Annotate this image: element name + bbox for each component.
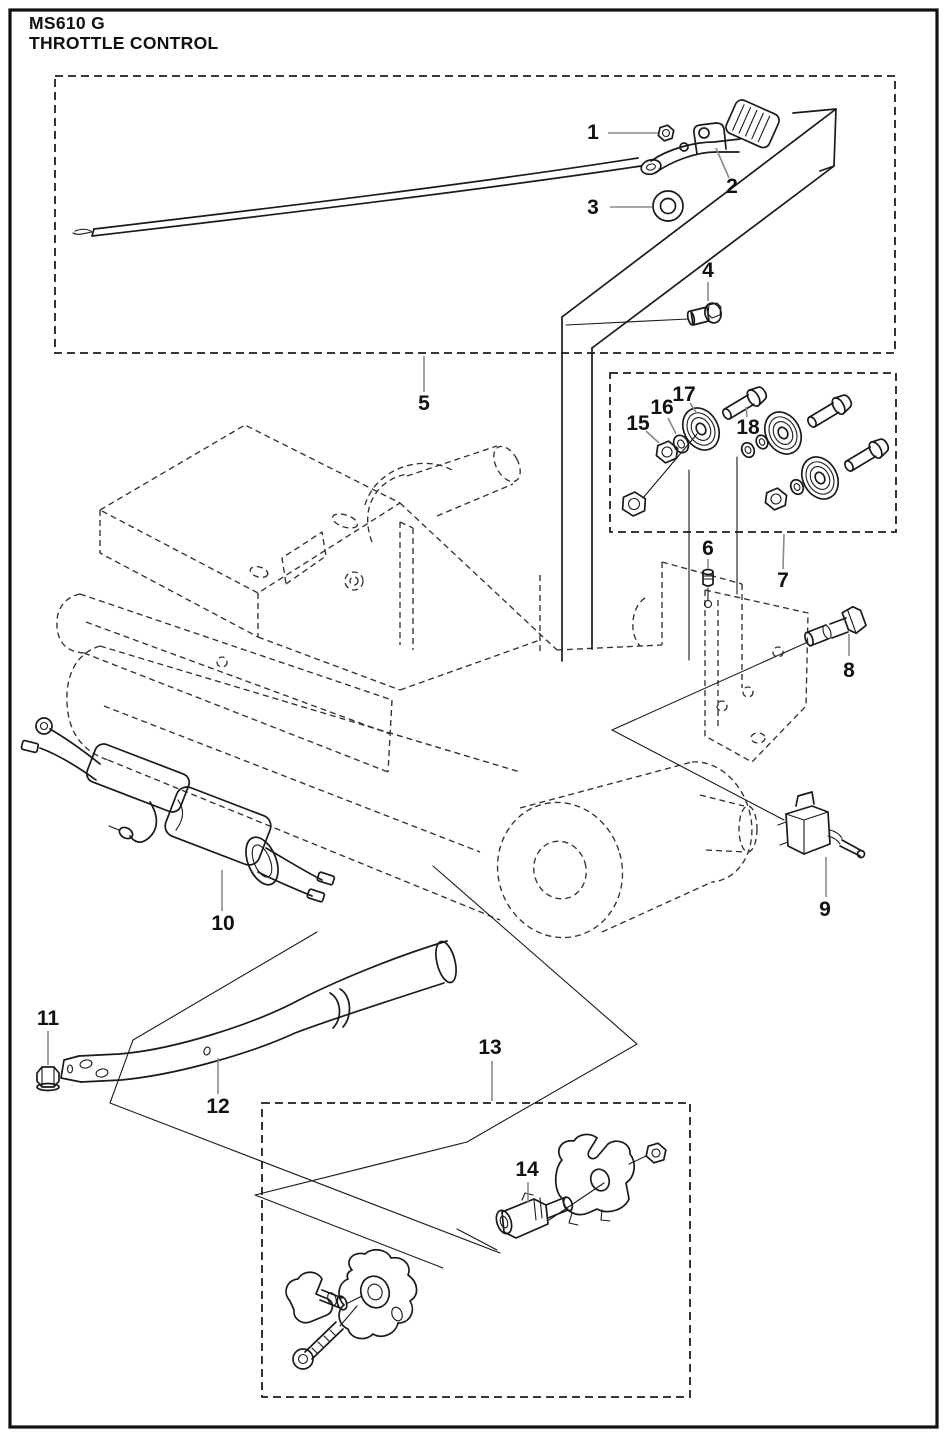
wiring-harness-drawing <box>20 717 336 903</box>
washer-lower <box>789 478 805 496</box>
callout-leader-lines <box>47 132 850 1203</box>
part-label-6: 6 <box>702 537 714 560</box>
bolt-middle <box>807 394 853 428</box>
washer-mid-1 <box>740 441 756 459</box>
bolt-4-drawing <box>565 302 722 326</box>
part-label-11: 11 <box>36 1007 60 1030</box>
cable-assembly-box <box>54 75 896 354</box>
bolt-18 <box>722 386 768 420</box>
handlebar-drawing <box>60 940 457 1083</box>
part-label-12: 12 <box>206 1095 230 1118</box>
grommet-3-drawing <box>652 190 684 222</box>
bolt-8-drawing <box>611 605 867 731</box>
nut-lower <box>764 487 788 511</box>
part-label-1: 1 <box>587 121 599 144</box>
part-label-13: 13 <box>478 1036 502 1059</box>
page-title: MS610 G THROTTLE CONTROL <box>29 13 219 53</box>
throttle-cable-drawing <box>72 157 642 237</box>
model-code: MS610 G <box>29 13 106 33</box>
chassis-phantom-drawing <box>56 424 809 939</box>
part-label-14: 14 <box>515 1158 539 1181</box>
washer-16 <box>672 434 690 454</box>
part-label-10: 10 <box>211 912 235 935</box>
pulley-kit-box <box>609 372 897 533</box>
fitting-6-drawing <box>702 568 714 609</box>
toggle-switch-drawing <box>611 729 866 859</box>
part-label-3: 3 <box>587 196 599 219</box>
clamp-kit-drawing <box>285 1133 667 1370</box>
part-label-8: 8 <box>843 659 855 682</box>
washer-mid-2 <box>755 434 769 450</box>
pulley-kit-drawing <box>621 386 890 661</box>
part-label-5: 5 <box>418 392 430 415</box>
throttle-trigger-drawing <box>640 99 780 176</box>
part-label-4: 4 <box>702 259 714 282</box>
clamp-kit-box <box>261 1102 691 1398</box>
part-label-17: 17 <box>672 383 696 406</box>
page-border <box>8 8 939 1429</box>
nut-11-drawing <box>36 1066 60 1092</box>
pulley-17 <box>681 407 721 451</box>
part-label-15: 15 <box>626 412 650 435</box>
diagram-name: THROTTLE CONTROL <box>29 33 219 53</box>
part-label-9: 9 <box>819 898 831 921</box>
part-label-16: 16 <box>650 396 674 419</box>
pulley-lower <box>800 456 840 500</box>
part-label-18: 18 <box>736 416 760 439</box>
bolt-lower <box>844 438 890 472</box>
nut-1-drawing <box>657 124 675 142</box>
part-label-7: 7 <box>777 569 789 592</box>
handle-panel-wedge-drawing <box>561 108 837 662</box>
nut-stray <box>621 491 647 517</box>
pulley-middle <box>763 411 803 455</box>
panel-outline-drawing <box>109 865 638 1269</box>
part-label-2: 2 <box>726 175 738 198</box>
